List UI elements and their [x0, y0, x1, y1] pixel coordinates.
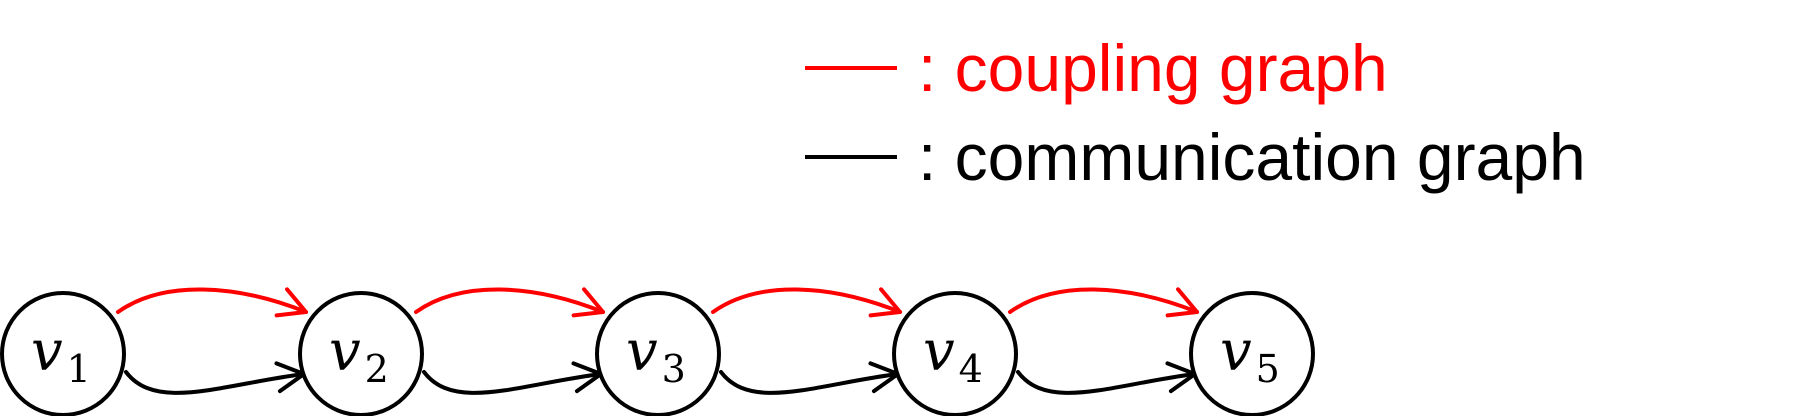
- node-circle: [892, 291, 1018, 416]
- legend-communication-label: : communication graph: [918, 120, 1586, 194]
- node-label-var: v: [626, 319, 658, 384]
- communication-edge-line: [719, 370, 900, 395]
- node-label-var: v: [31, 319, 63, 384]
- communication-edge: [719, 361, 900, 395]
- coupling-edge-line: [414, 287, 605, 314]
- legend: : coupling graph : communication graph: [805, 31, 1586, 194]
- legend-coupling: : coupling graph: [805, 31, 1388, 105]
- communication-edge: [124, 361, 306, 395]
- node-label-sub: 2: [365, 347, 389, 391]
- node-circle: [298, 291, 424, 416]
- node-label-var: v: [329, 319, 361, 384]
- coupling-edge: [1008, 287, 1199, 318]
- node-circle: [1189, 291, 1315, 416]
- communication-edge: [1016, 361, 1197, 395]
- node-label-var: v: [1220, 319, 1252, 384]
- node-label-sub: 3: [662, 347, 686, 391]
- node-label-sub: 5: [1256, 347, 1280, 391]
- coupling-edge-line: [1008, 287, 1199, 314]
- communication-edge: [422, 361, 603, 395]
- legend-coupling-label: : coupling graph: [918, 31, 1388, 105]
- coupling-arrowhead: [868, 287, 902, 318]
- legend-communication: : communication graph: [805, 120, 1586, 194]
- node-circle: [0, 291, 126, 416]
- communication-edge-line: [422, 370, 603, 395]
- node-label-sub: 4: [959, 347, 983, 391]
- coupling-arrowhead: [571, 287, 605, 318]
- node-label-var: v: [923, 319, 955, 384]
- coupling-edge: [711, 287, 902, 318]
- node-label-sub: 1: [67, 347, 91, 391]
- node-circle: [595, 291, 721, 416]
- coupling-edge: [414, 287, 605, 318]
- communication-edge-line: [1016, 370, 1197, 395]
- coupling-arrowhead: [1165, 287, 1199, 318]
- coupling-edge: [116, 287, 308, 318]
- communication-edge-line: [124, 370, 306, 395]
- coupling-edge-line: [116, 287, 308, 314]
- coupling-arrowhead: [274, 287, 308, 318]
- coupling-edge-line: [711, 287, 902, 314]
